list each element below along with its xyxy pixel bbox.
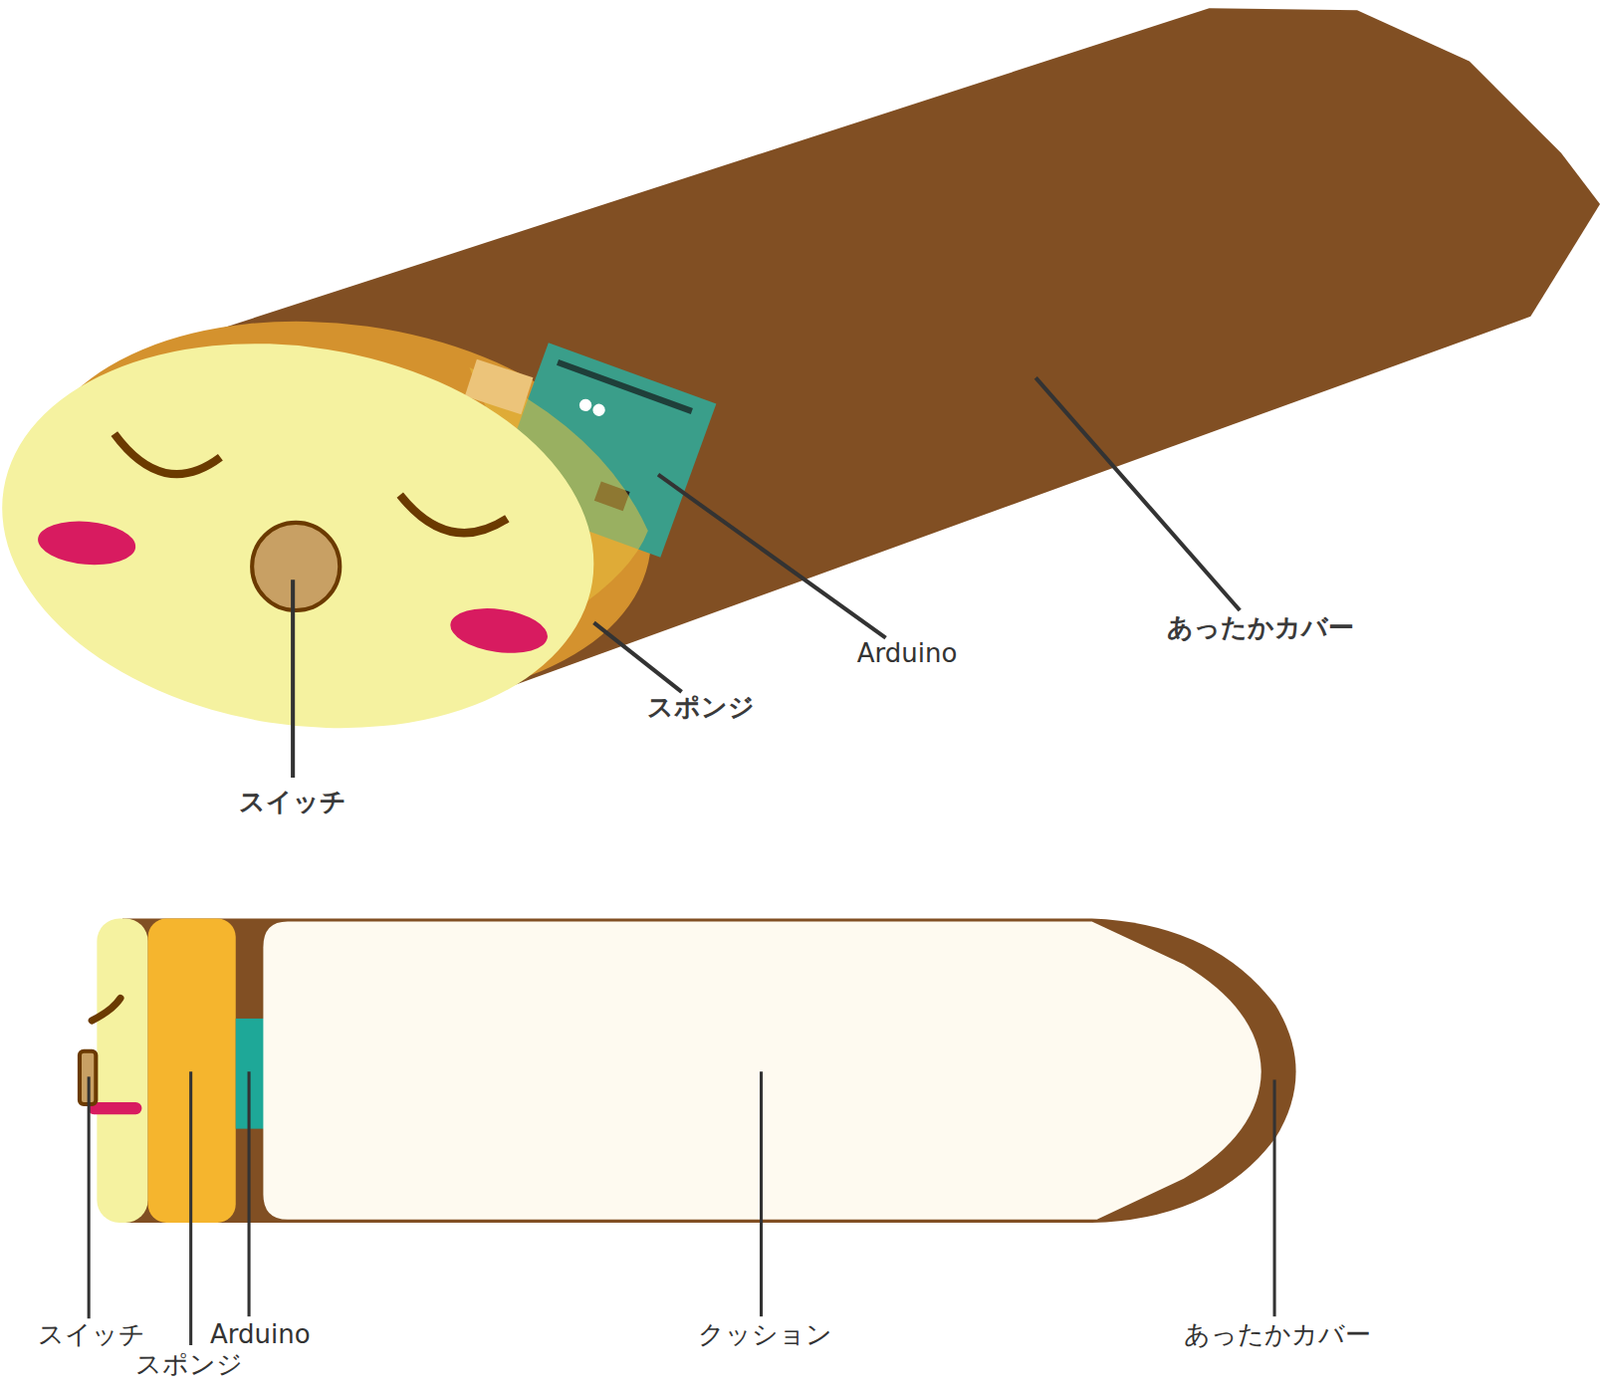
part-label: あったかカバー (1166, 613, 1355, 643)
side-view (79, 917, 1297, 1345)
cheek (35, 517, 138, 569)
eye (91, 997, 121, 1021)
part-label: スポンジ (135, 1350, 243, 1379)
leader-line (290, 579, 295, 778)
part-label: クッション (697, 1319, 833, 1349)
leader-line (593, 622, 682, 692)
switch (251, 522, 340, 611)
cheek (93, 1102, 136, 1115)
leader-line (1035, 377, 1240, 611)
part-label: スイッチ (238, 786, 347, 816)
part-label: あったかカバー (1183, 1319, 1372, 1349)
part-label: Arduino (857, 639, 958, 669)
cheek (447, 602, 550, 659)
arduino-logo (591, 402, 608, 419)
leader-line (759, 1071, 763, 1317)
arduino-header (556, 359, 693, 415)
eye (400, 494, 508, 533)
face (96, 917, 148, 1222)
eye (114, 434, 222, 474)
leader-line (658, 474, 887, 639)
part-label: Arduino (210, 1319, 311, 1349)
face (0, 302, 623, 769)
leader-line (247, 1071, 251, 1317)
part-label: スイッチ (37, 1319, 146, 1349)
part-label: スポンジ (647, 692, 755, 722)
leader-line (1273, 1079, 1277, 1317)
leader-line (87, 1076, 91, 1319)
top-view (0, 7, 1600, 778)
arduino-logo (577, 397, 594, 414)
leader-line (189, 1071, 193, 1346)
warm-cover (122, 917, 1297, 1222)
